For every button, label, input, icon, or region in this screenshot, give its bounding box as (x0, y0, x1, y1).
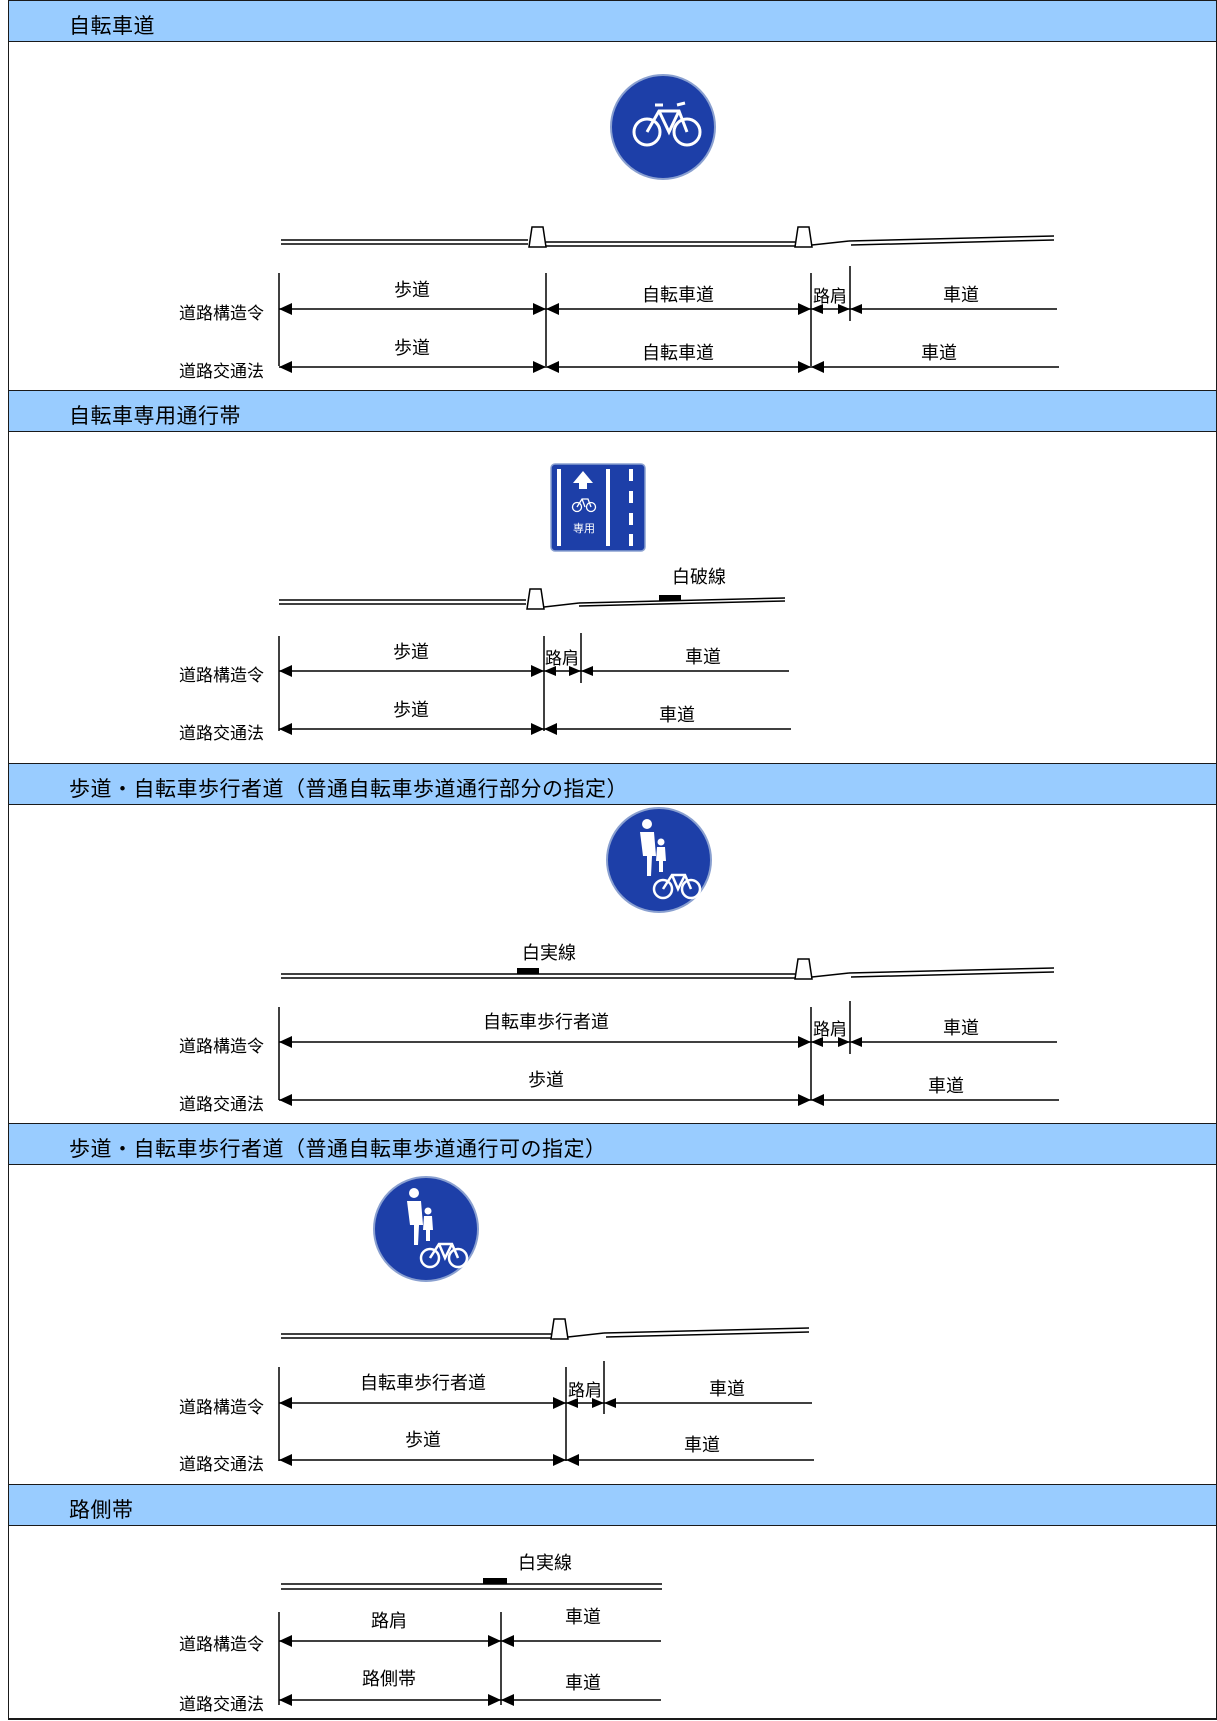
bicycle-road-sign-icon (610, 74, 716, 180)
section-header: 歩道・自転車歩行者道（普通自転車歩道通行部分の指定） (9, 764, 1216, 805)
label-roadway: 車道 (565, 1607, 601, 1628)
label-roadside-strip: 路側帯 (362, 1669, 416, 1690)
label-sidewalk: 歩道 (394, 338, 430, 359)
label-roadway: 車道 (565, 1673, 601, 1694)
arrowheads (279, 1397, 616, 1466)
road-surface (279, 588, 786, 610)
section-title: 路側帯 (69, 1498, 134, 1522)
pedestrian-bicycle-sign-icon (606, 807, 712, 913)
frame-bottom-border (8, 1718, 1217, 1720)
label-roadway: 車道 (921, 343, 957, 364)
row-label-structure-order: 道路構造令 (179, 666, 264, 686)
label-sidewalk: 歩道 (393, 642, 429, 663)
label-bicycle-road: 自転車道 (642, 285, 714, 306)
label-bicycle-road: 自転車道 (642, 343, 714, 364)
dimension-lines (278, 1001, 1059, 1101)
dimension-lines (278, 1361, 814, 1461)
row-label-traffic-law: 道路交通法 (179, 1695, 264, 1715)
label-shoulder: 路肩 (813, 1020, 847, 1040)
white-solid-marker (517, 968, 539, 974)
label-sidewalk: 歩道 (394, 280, 430, 301)
row-label-structure-order: 道路構造令 (179, 1635, 264, 1655)
label-shoulder: 路肩 (545, 649, 579, 669)
label-bike-ped-road: 自転車歩行者道 (483, 1012, 609, 1033)
row-label-traffic-law: 道路交通法 (179, 724, 264, 744)
section-sidewalk-bike-part: 歩道・自転車歩行者道（普通自転車歩道通行部分の指定） 白実線 (8, 763, 1217, 1123)
label-roadway: 車道 (943, 285, 979, 306)
section-sidewalk-bike-allowed: 歩道・自転車歩行者道（普通自転車歩道通行可の指定） (8, 1123, 1217, 1484)
section-header: 歩道・自転車歩行者道（普通自転車歩道通行可の指定） (9, 1124, 1216, 1165)
sign-exclusive-text: 専用 (573, 522, 595, 535)
road-surface (281, 1583, 662, 1590)
row-label-structure-order: 道路構造令 (179, 1398, 264, 1418)
label-sidewalk: 歩道 (528, 1070, 564, 1091)
cross-section-diagram: 専用 白破線 (179, 463, 791, 744)
row-label-structure-order: 道路構造令 (179, 1037, 264, 1057)
section-header: 路側帯 (9, 1485, 1216, 1526)
label-roadway: 車道 (684, 1435, 720, 1456)
row-label-traffic-law: 道路交通法 (179, 1455, 264, 1475)
cross-section-diagram: 白実線 (179, 807, 1059, 1115)
pedestrian-bicycle-sign-icon (373, 1176, 479, 1282)
section-bicycle-road: 自転車道 (8, 0, 1217, 390)
label-roadway: 車道 (709, 1379, 745, 1400)
label-roadway: 車道 (943, 1018, 979, 1039)
section-roadside-strip: 路側帯 白実線 道路構造令 道路交通法 (8, 1484, 1217, 1720)
section-title: 自転車道 (69, 14, 155, 38)
label-bike-ped-road: 自転車歩行者道 (360, 1373, 486, 1394)
label-sidewalk: 歩道 (405, 1430, 441, 1451)
label-sidewalk: 歩道 (393, 700, 429, 721)
label-shoulder: 路肩 (371, 1611, 407, 1632)
label-shoulder: 路肩 (568, 1381, 602, 1401)
arrowheads (279, 665, 593, 735)
cross-section-diagram: 道路構造令 道路交通法 自転車歩行者道 路肩 車道 歩道 車道 (179, 1176, 814, 1475)
dimension-lines (278, 266, 1059, 368)
road-surface (281, 1318, 810, 1340)
row-label-traffic-law: 道路交通法 (179, 1095, 264, 1115)
section-header: 自転車道 (9, 1, 1216, 42)
cross-section-diagram: 道路構造令 道路交通法 歩道 自転車道 路肩 車道 歩道 自転車道 車道 (179, 74, 1059, 382)
arrowheads (279, 303, 862, 373)
arrowheads (279, 1635, 514, 1706)
label-white-solid: 白実線 (522, 943, 576, 964)
label-shoulder: 路肩 (813, 287, 847, 307)
section-bicycle-lane: 自転車専用通行帯 専用 白破線 (8, 390, 1217, 763)
label-white-solid: 白実線 (518, 1553, 572, 1574)
white-solid-marker (483, 1578, 507, 1584)
dimension-lines (278, 633, 791, 731)
white-dashed-marker (659, 595, 681, 601)
row-label-traffic-law: 道路交通法 (179, 362, 264, 382)
row-label-structure-order: 道路構造令 (179, 304, 264, 324)
arrowheads (279, 1036, 862, 1106)
road-surface (281, 226, 1055, 248)
section-title: 歩道・自転車歩行者道（普通自転車歩道通行可の指定） (69, 1137, 607, 1161)
section-title: 自転車専用通行帯 (69, 404, 241, 428)
section-header: 自転車専用通行帯 (9, 391, 1216, 432)
bicycle-lane-sign-icon: 専用 (550, 463, 646, 552)
label-roadway: 車道 (928, 1076, 964, 1097)
label-roadway: 車道 (685, 647, 721, 668)
section-title: 歩道・自転車歩行者道（普通自転車歩道通行部分の指定） (69, 777, 628, 801)
cross-section-diagram: 白実線 道路構造令 道路交通法 路肩 車道 (179, 1553, 662, 1715)
road-surface (281, 958, 1055, 980)
label-roadway: 車道 (659, 705, 695, 726)
label-white-dashed: 白破線 (672, 567, 726, 588)
dimension-lines (278, 1612, 661, 1705)
